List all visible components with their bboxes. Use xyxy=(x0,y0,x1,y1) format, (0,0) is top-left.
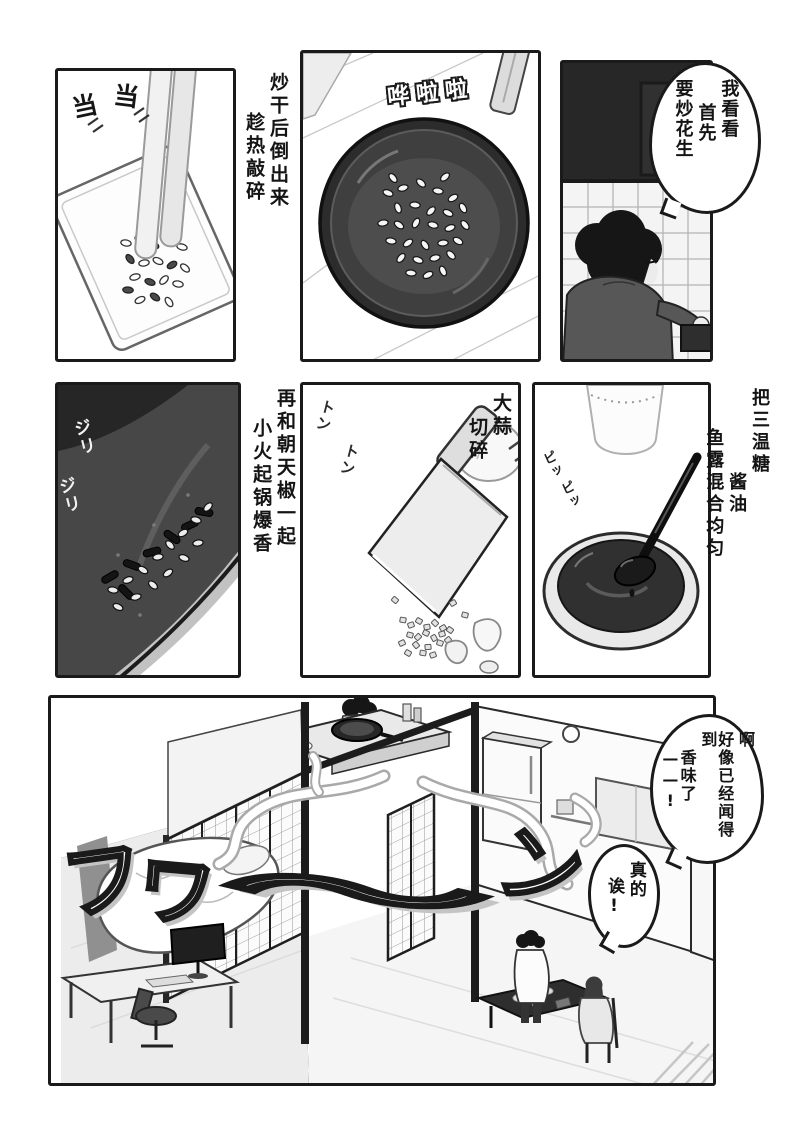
panel-3-cook-at-stove xyxy=(560,60,713,362)
caption-column: 再和朝天椒一起 xyxy=(274,388,296,549)
speech-bubble: 啊 好像已经闻得到 香味了——! xyxy=(650,714,764,864)
panel-4-wok-chilies: ジリ ジリ xyxy=(55,382,241,678)
counter-edge xyxy=(680,324,710,352)
wok-closeup-illustration xyxy=(58,385,238,675)
bubble-column: 好像已经闻得到 xyxy=(698,731,735,839)
caption-column: 鱼露混合均匀 xyxy=(703,428,725,560)
ladle xyxy=(613,452,702,597)
knife-illustration xyxy=(367,405,518,674)
wok-illustration xyxy=(303,53,538,359)
pitcher xyxy=(585,385,665,455)
caption-panel4: 再和朝天椒一起 小火起锅爆香 xyxy=(244,388,296,670)
impact-ticks xyxy=(87,107,150,133)
motion-marks xyxy=(508,441,518,463)
caption-panel6: 把三温糖 酱油 鱼露混合均匀 xyxy=(703,388,770,674)
bubble-column: 真的 xyxy=(625,861,646,899)
sfx-waft: 〜 xyxy=(214,835,498,953)
standing-figure xyxy=(513,930,550,1023)
bubble-column: 啊 xyxy=(736,731,755,749)
caption-column: 炒干后倒出来 xyxy=(267,72,289,210)
speech-bubble: 真的 诶! xyxy=(588,844,660,948)
panel-5-chopping-garlic: 大蒜 切碎 トン トン xyxy=(300,382,521,678)
caption-column: 趁热敲碎 xyxy=(243,112,266,204)
wok xyxy=(318,117,530,329)
oil-glints xyxy=(116,493,190,617)
panel-2-wok-peanuts: 哗啦啦 xyxy=(300,50,541,362)
bubble-column: 诶! xyxy=(604,877,624,918)
knife-blade xyxy=(367,457,509,619)
sauce-bowl xyxy=(542,531,700,651)
sauce-illustration xyxy=(542,385,702,651)
computer-monitor xyxy=(169,922,227,966)
sitting-figure xyxy=(578,976,619,1063)
caption-panel5: 大蒜 切碎 xyxy=(464,393,512,463)
caption-column: 小火起锅爆香 xyxy=(250,418,273,556)
caption-column: 大蒜 xyxy=(490,393,512,439)
sfx-waft: ワ xyxy=(133,842,220,941)
tray-corner xyxy=(303,53,352,120)
desk-chair xyxy=(130,987,177,1048)
caption-column: 把三温糖 xyxy=(749,388,770,476)
wall-beams xyxy=(301,702,479,1044)
panel-1-frying-tray: 当 当 xyxy=(55,68,236,362)
panel-corner xyxy=(131,570,238,675)
tray-illustration xyxy=(58,71,233,351)
wok-rim xyxy=(115,552,238,675)
speech-bubble: 我看看 首先 要炒花生 xyxy=(649,62,761,214)
wok-handle xyxy=(489,53,532,115)
wok-shadow xyxy=(58,385,188,451)
panel-6-sauce-bowl: ピッ ピッ xyxy=(532,382,711,678)
wall-shelf xyxy=(550,799,592,826)
cook-figure xyxy=(563,210,710,359)
caption-column: 切碎 xyxy=(466,417,489,463)
bubble-column: 我看看 xyxy=(718,79,740,139)
pestle xyxy=(134,71,197,260)
smoke-wisps xyxy=(212,751,602,891)
caption-panel1: 炒干后倒出来 趁热敲碎 xyxy=(239,72,289,340)
caption-column: 酱油 xyxy=(726,472,748,516)
bubble-column: 香味了——! xyxy=(660,749,697,812)
keyboard xyxy=(144,974,195,988)
wall-clock xyxy=(562,725,580,743)
sfx-clang: 当 xyxy=(112,80,141,113)
desk xyxy=(60,922,240,1043)
bubble-column: 要炒花生 xyxy=(672,79,694,159)
bubble-column: 首先 xyxy=(695,103,717,143)
corner-hatching xyxy=(652,1041,713,1083)
garlic-skins xyxy=(444,618,502,674)
shoji-door-right xyxy=(386,791,436,962)
